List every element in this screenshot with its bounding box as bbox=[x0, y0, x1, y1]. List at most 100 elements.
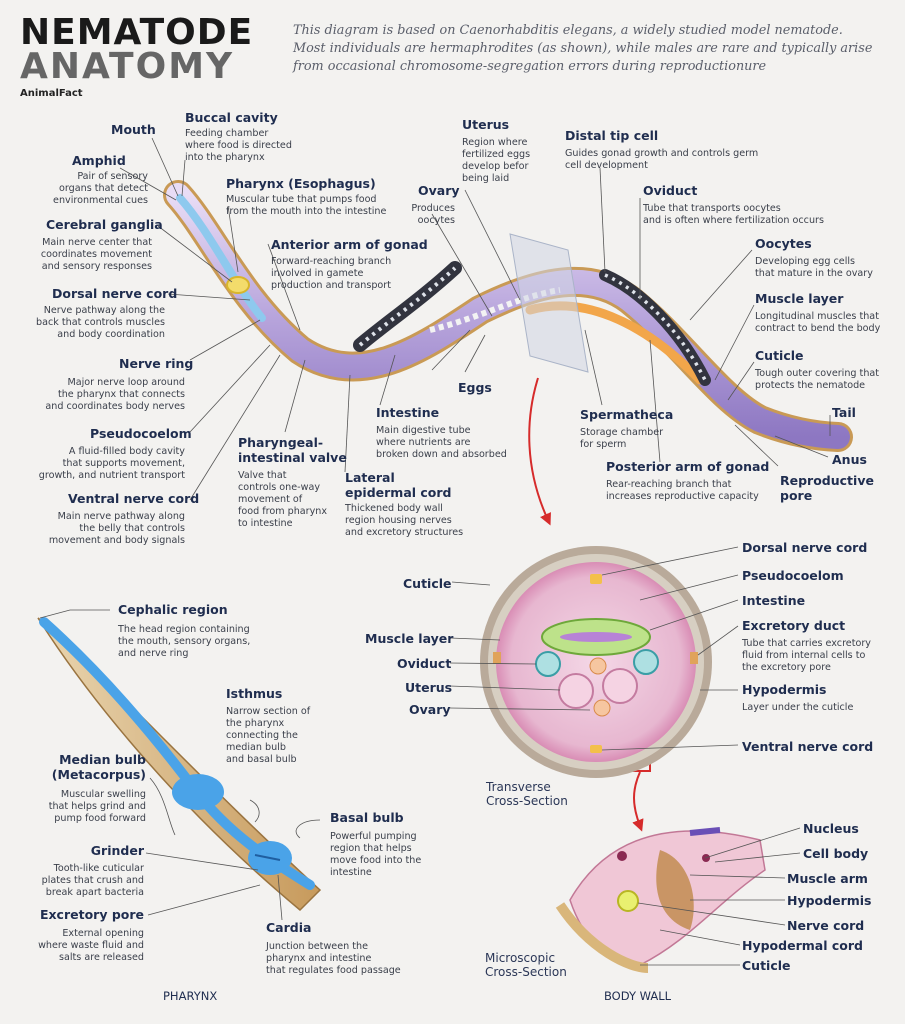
desc-dorsal-nerve-cord: Nerve pathway along the back that contro… bbox=[36, 305, 165, 340]
page-title-line1: NEMATODE bbox=[20, 12, 254, 53]
brand-logo: AnimalFact bbox=[20, 88, 83, 99]
cs-desc-hypodermis: Layer under the cuticle bbox=[742, 702, 854, 713]
cs-label-cuticle: Cuticle bbox=[403, 576, 452, 591]
label-buccal-cavity: Buccal cavity bbox=[185, 110, 278, 125]
desc-intestine: Main digestive tube where nutrients are … bbox=[376, 425, 507, 460]
bw-caption: Microscopic Cross-Section bbox=[485, 951, 567, 979]
desc-amphid: Pair of sensory organs that detect envir… bbox=[53, 171, 148, 206]
label-anterior-gonad: Anterior arm of gonad bbox=[271, 237, 428, 252]
bw-label-hypodermis: Hypodermis bbox=[787, 893, 872, 908]
cs-uterus-right bbox=[602, 668, 638, 704]
cs-label-hypodermis: Hypodermis bbox=[742, 682, 827, 697]
pharynx-heading: PHARYNX bbox=[163, 989, 218, 1003]
label-nerve-ring: Nerve ring bbox=[119, 356, 194, 371]
ph-desc-grinder: Tooth-like cuticular plates that crush a… bbox=[41, 863, 144, 898]
ph-desc-isthmus: Narrow section of the pharynx connecting… bbox=[226, 706, 311, 765]
desc-buccal-cavity: Feeding chamber where food is directed i… bbox=[185, 128, 292, 163]
nematode-body bbox=[163, 180, 853, 452]
desc-uterus: Region where fertilized eggs develop bef… bbox=[462, 137, 531, 184]
label-pharyngeal-intestinal-valve: Pharyngeal- intestinal valve bbox=[238, 435, 347, 465]
body-wall-detail bbox=[555, 827, 766, 973]
label-eggs: Eggs bbox=[458, 380, 492, 395]
label-pseudocoelom: Pseudocoelom bbox=[90, 426, 192, 441]
label-muscle-layer: Muscle layer bbox=[755, 291, 844, 306]
ph-label-excretory-pore: Excretory pore bbox=[39, 907, 144, 922]
page-title-line2: ANATOMY bbox=[20, 46, 235, 87]
label-cerebral-ganglia: Cerebral ganglia bbox=[46, 217, 163, 232]
ph-label-grinder: Grinder bbox=[90, 843, 144, 858]
label-ovary: Ovary bbox=[418, 183, 460, 198]
label-cuticle: Cuticle bbox=[755, 348, 804, 363]
desc-ventral-nerve-cord: Main nerve pathway along the belly that … bbox=[48, 511, 185, 546]
label-mouth: Mouth bbox=[111, 122, 156, 137]
cs-label-muscle-layer: Muscle layer bbox=[365, 631, 454, 646]
section-plane bbox=[509, 233, 589, 373]
desc-pseudocoelom: A fluid-filled body cavity that supports… bbox=[38, 446, 185, 481]
label-dorsal-nerve-cord: Dorsal nerve cord bbox=[52, 286, 178, 301]
ph-desc-basal-bulb: Powerful pumping region that helps move … bbox=[330, 831, 422, 878]
label-oviduct: Oviduct bbox=[643, 183, 698, 198]
bw-label-nerve-cord: Nerve cord bbox=[787, 918, 865, 933]
desc-distal-tip-cell: Guides gonad growth and controls germ ce… bbox=[565, 148, 759, 171]
cs-label-ventral-nerve-cord: Ventral nerve cord bbox=[742, 739, 874, 754]
cs-oviduct-right bbox=[633, 649, 659, 675]
label-amphid: Amphid bbox=[72, 153, 126, 168]
label-intestine: Intestine bbox=[376, 405, 440, 420]
cs-uterus-left bbox=[558, 673, 594, 709]
cs-dorsal-cord bbox=[590, 574, 602, 584]
label-reproductive-pore: Reproductive pore bbox=[780, 473, 874, 503]
desc-spermatheca: Storage chamber for sperm bbox=[580, 427, 664, 450]
cs-leader-lines bbox=[449, 546, 739, 751]
cs-label-oviduct: Oviduct bbox=[397, 656, 452, 671]
label-spermatheca: Spermatheca bbox=[580, 407, 674, 422]
desc-lateral-epidermal-cord: Thickened body wall region housing nerve… bbox=[345, 503, 464, 538]
label-anus: Anus bbox=[832, 452, 867, 467]
desc-nerve-ring: Major nerve loop around the pharynx that… bbox=[45, 377, 185, 412]
ph-label-cardia: Cardia bbox=[266, 920, 312, 935]
label-posterior-gonad: Posterior arm of gonad bbox=[606, 459, 770, 474]
arrow-to-cross-section bbox=[528, 377, 551, 526]
label-oocytes: Oocytes bbox=[755, 236, 812, 251]
nerve-cord-shape bbox=[617, 890, 639, 912]
cs-oviduct-left bbox=[535, 651, 561, 677]
label-ventral-nerve-cord: Ventral nerve cord bbox=[68, 491, 200, 506]
ph-desc-median-bulb: Muscular swelling that helps grind and p… bbox=[48, 789, 146, 824]
desc-anterior-gonad: Forward-reaching branch involved in game… bbox=[271, 256, 392, 291]
ph-desc-cardia: Junction between the pharynx and intesti… bbox=[266, 941, 401, 976]
cs-caption: Transverse Cross-Section bbox=[486, 780, 568, 808]
pharynx-shape bbox=[176, 194, 266, 322]
desc-cerebral-ganglia: Main nerve center that coordinates movem… bbox=[40, 237, 152, 272]
cs-label-pseudocoelom: Pseudocoelom bbox=[742, 568, 844, 583]
desc-posterior-gonad: Rear-reaching branch that increases repr… bbox=[606, 479, 759, 502]
transverse-cross-section bbox=[480, 546, 712, 778]
desc-oviduct: Tube that transports oocytes and is ofte… bbox=[643, 203, 824, 226]
pharynx-detail bbox=[37, 617, 322, 912]
desc-oocytes: Developing egg cells that mature in the … bbox=[755, 256, 873, 279]
bw-label-cell-body: Cell body bbox=[803, 846, 869, 861]
cs-label-dorsal-nerve-cord: Dorsal nerve cord bbox=[742, 540, 868, 555]
cs-ventral-cord bbox=[590, 745, 602, 753]
desc-ovary: Produces oocytes bbox=[411, 203, 455, 226]
ph-label-isthmus: Isthmus bbox=[226, 686, 283, 701]
label-tail: Tail bbox=[832, 405, 856, 420]
intro-text: This diagram is based on Caenorhabditis … bbox=[293, 23, 873, 74]
median-bulb-shape bbox=[172, 774, 224, 810]
ph-label-cephalic: Cephalic region bbox=[118, 602, 228, 617]
bw-label-hypodermal-cord: Hypodermal cord bbox=[742, 938, 863, 953]
label-lateral-epidermal-cord: Lateral epidermal cord bbox=[345, 470, 452, 500]
label-pharynx: Pharynx (Esophagus) bbox=[226, 176, 376, 191]
nucleus-shape bbox=[617, 851, 627, 861]
ph-desc-cephalic: The head region containing the mouth, se… bbox=[118, 624, 251, 659]
egg-row bbox=[429, 287, 561, 333]
ph-label-median-bulb: Median bulb (Metacorpus) bbox=[51, 752, 146, 782]
ph-label-basal-bulb: Basal bulb bbox=[330, 810, 404, 825]
desc-cuticle: Tough outer covering that protects the n… bbox=[755, 368, 880, 391]
label-distal-tip-cell: Distal tip cell bbox=[565, 128, 659, 143]
cs-label-intestine: Intestine bbox=[742, 593, 806, 608]
bw-label-muscle-arm: Muscle arm bbox=[787, 871, 868, 886]
wall-leader-lines bbox=[637, 827, 801, 966]
cs-desc-excretory-duct: Tube that carries excretory fluid from i… bbox=[742, 638, 871, 673]
cs-label-uterus: Uterus bbox=[405, 680, 453, 695]
